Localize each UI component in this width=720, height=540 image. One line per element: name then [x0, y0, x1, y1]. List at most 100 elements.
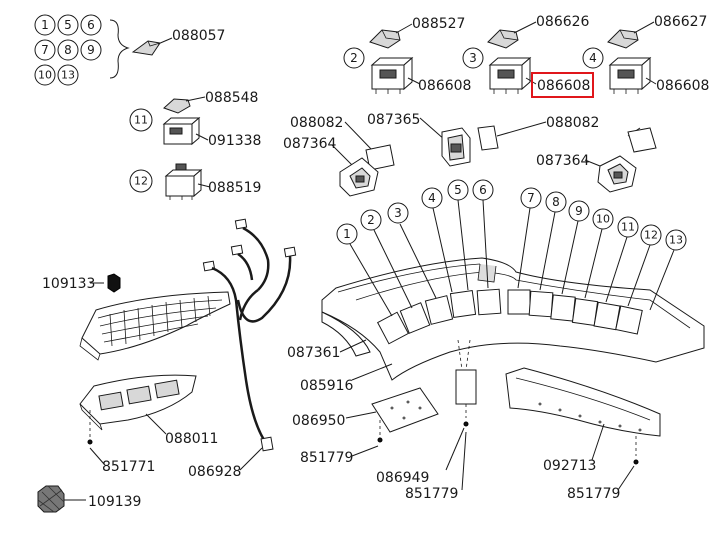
- panel-callout-2: 2: [360, 209, 413, 309]
- panel-callout-10: 10: [584, 208, 614, 299]
- legend-circle-8: 8: [57, 39, 79, 61]
- label-088082-a: 088082: [290, 115, 343, 131]
- legend-circle-5: 5: [57, 14, 79, 36]
- svg-text:4: 4: [428, 191, 436, 205]
- label-088519: 088519: [208, 180, 261, 196]
- panel-callout-11: 11: [605, 216, 639, 303]
- svg-text:2: 2: [350, 51, 358, 65]
- cover-plate-086950: 086950 851779: [292, 387, 439, 466]
- label-851779-c: 851779: [567, 486, 620, 502]
- svg-text:7: 7: [527, 191, 535, 205]
- svg-text:3: 3: [469, 51, 477, 65]
- label-091338: 091338: [208, 133, 261, 149]
- label-plate-088082-b-right: [627, 127, 657, 153]
- panel-callout-5: 5: [447, 179, 469, 291]
- label-088082-b: 088082: [546, 115, 599, 131]
- panel-callout-6: 6: [472, 179, 494, 289]
- svg-text:1: 1: [41, 18, 49, 32]
- svg-text:8: 8: [552, 195, 560, 209]
- label-087364-b: 087364: [536, 153, 590, 169]
- svg-text:11: 11: [134, 114, 148, 127]
- svg-text:5: 5: [64, 18, 72, 32]
- rocker-cap-088057: 088057: [131, 28, 225, 56]
- legend-circle-6: 6: [80, 14, 102, 36]
- svg-text:6: 6: [87, 18, 95, 32]
- label-092713: 092713: [543, 458, 596, 474]
- svg-text:11: 11: [621, 221, 635, 234]
- label-088057: 088057: [172, 28, 225, 44]
- svg-text:10: 10: [596, 213, 610, 226]
- panel-callout-12: 12: [627, 224, 662, 307]
- bracket-087364-left: 088082 087364: [283, 115, 395, 197]
- svg-text:9: 9: [575, 204, 583, 218]
- switch-assembly-4: 4 086627 086608: [582, 14, 709, 94]
- label-plate-088082-b-left: [477, 125, 499, 151]
- svg-text:4: 4: [589, 51, 597, 65]
- foam-pad-109139: 109139: [37, 485, 141, 513]
- label-088548: 088548: [205, 90, 258, 106]
- svg-text:3: 3: [394, 206, 402, 220]
- legend-circle-7: 7: [34, 39, 56, 61]
- switch-assembly-12: 12 088519: [129, 163, 261, 200]
- panel-callout-13: 13: [649, 229, 687, 311]
- label-109139: 109139: [88, 494, 141, 510]
- label-086608-c: 086608: [656, 78, 709, 94]
- label-087364-a: 087364: [283, 136, 337, 152]
- label-086949: 086949: [376, 470, 429, 486]
- legend-circle-9: 9: [80, 39, 102, 61]
- panel-switch-row: [376, 288, 643, 345]
- label-087361: 087361: [287, 345, 340, 361]
- svg-text:2: 2: [367, 213, 375, 227]
- bracket-087365: 087365 088082: [367, 112, 599, 167]
- module-086949: 086949 851779: [376, 339, 477, 502]
- svg-text:12: 12: [134, 175, 148, 188]
- legend-brace: [109, 19, 130, 79]
- svg-text:8: 8: [64, 43, 72, 57]
- svg-text:13: 13: [669, 234, 683, 247]
- legend-group: 1 5 6 7 8 9 10 13: [34, 14, 130, 86]
- label-086627: 086627: [654, 14, 707, 30]
- panel-callout-3: 3: [387, 202, 437, 299]
- panel-callout-1: 1: [336, 223, 393, 317]
- legend-circle-13: 13: [57, 64, 79, 86]
- vent-grille-109133: 109133: [42, 273, 231, 361]
- rear-cover-092713: 092713 851779: [505, 367, 661, 502]
- label-109133: 109133: [42, 276, 95, 292]
- switch-assembly-11: 11 088548 091338: [129, 90, 261, 149]
- svg-text:1: 1: [343, 227, 351, 241]
- switch-bezel-088011: 088011 851771: [79, 374, 218, 475]
- wiring-harness-086928: 086928: [188, 218, 297, 480]
- label-088011: 088011: [165, 431, 218, 447]
- panel-callout-4: 4: [421, 187, 453, 293]
- label-086608-a: 086608: [418, 78, 471, 94]
- svg-text:7: 7: [41, 43, 49, 57]
- label-087365: 087365: [367, 112, 420, 128]
- legend-circle-10: 10: [34, 64, 56, 86]
- switch-assembly-2: 2 088527 086608: [343, 16, 471, 94]
- legend-circle-1: 1: [34, 14, 56, 36]
- svg-text:9: 9: [87, 43, 95, 57]
- label-086928: 086928: [188, 464, 241, 480]
- label-086608-b-highlighted[interactable]: 086608: [537, 78, 590, 94]
- svg-text:13: 13: [61, 69, 75, 82]
- svg-text:5: 5: [454, 183, 462, 197]
- panel-callouts: 1 2 3 4 5 6 7 8 9 10 11 12 13: [336, 179, 687, 317]
- switch-assembly-3: 3 086626 086608: [462, 14, 594, 98]
- label-085916: 085916: [300, 378, 354, 394]
- label-851771: 851771: [102, 459, 155, 475]
- panel-callout-9: 9: [561, 200, 590, 295]
- label-851779-b: 851779: [405, 486, 458, 502]
- panel-callout-7: 7: [517, 187, 542, 289]
- svg-text:12: 12: [644, 229, 658, 242]
- svg-text:10: 10: [38, 69, 52, 82]
- highlight-box: [531, 72, 594, 98]
- svg-text:6: 6: [479, 183, 487, 197]
- label-851779-a: 851779: [300, 450, 353, 466]
- label-088527: 088527: [412, 16, 465, 32]
- bracket-087364-right: 087364: [536, 127, 657, 193]
- label-086950: 086950: [292, 413, 345, 429]
- console-panel-087361: 087361 085916: [287, 257, 705, 394]
- panel-callout-8: 8: [539, 191, 567, 291]
- label-086626: 086626: [536, 14, 590, 30]
